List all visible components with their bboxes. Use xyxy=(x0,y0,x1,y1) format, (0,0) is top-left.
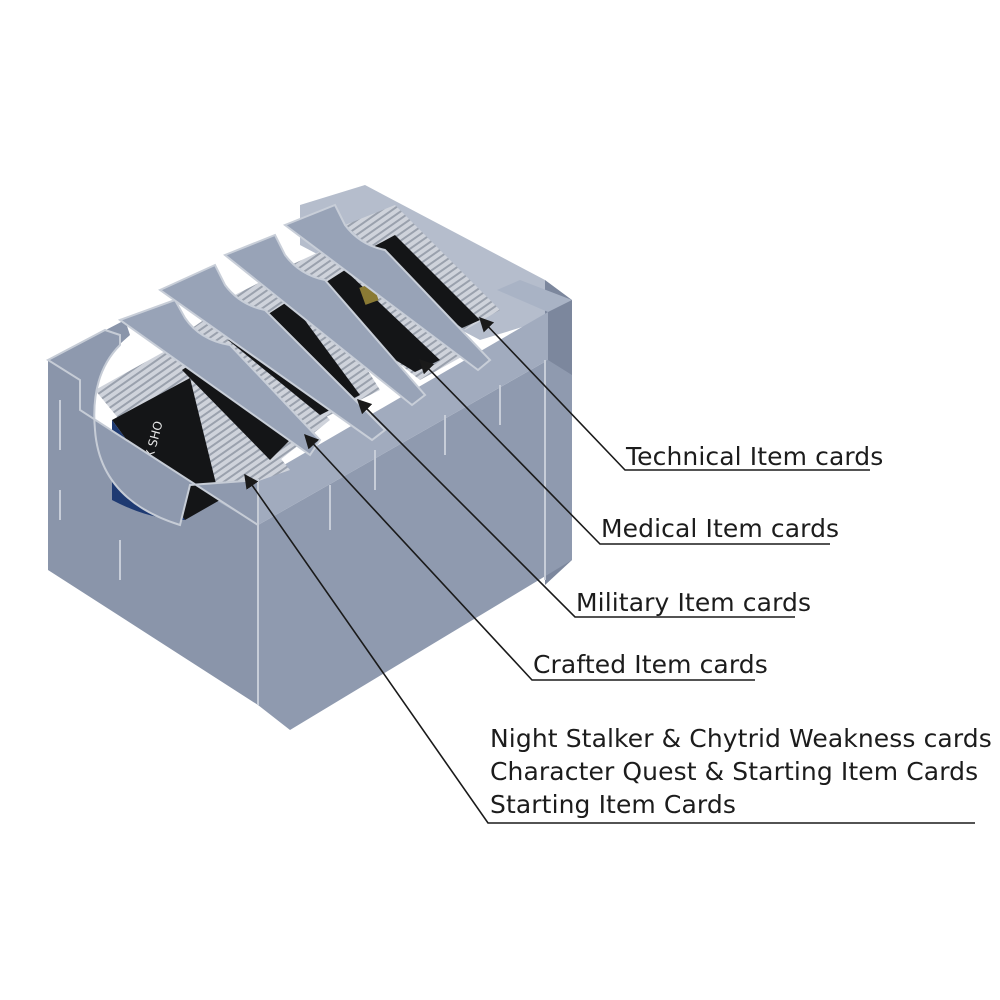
leader-line-crafted xyxy=(304,433,755,681)
label-military-item-cards: Military Item cards xyxy=(576,588,812,617)
label-medical-item-cards: Medical Item cards xyxy=(601,514,840,543)
leader-line-military xyxy=(356,398,795,618)
box-tab-lines xyxy=(59,360,546,705)
label-character-quest-starting: Character Quest & Starting Item Cards xyxy=(490,757,979,786)
label-technical-item-cards: Technical Item cards xyxy=(626,442,884,471)
leader-line-starting xyxy=(244,473,975,824)
card-organizer-box: SIX SHO xyxy=(45,185,572,730)
leader-line-technical xyxy=(479,316,870,471)
box-left-scoop-wall xyxy=(45,328,259,527)
label-starting-item-cards: Starting Item Cards xyxy=(490,790,736,819)
box-dividers xyxy=(117,203,492,457)
label-starting-cards-group: Night Stalker & Chytrid Weakness cards C… xyxy=(490,722,992,821)
box-right-top-edge xyxy=(497,280,572,312)
label-crafted-item-cards: Crafted Item cards xyxy=(533,650,768,679)
leader-line-medical xyxy=(418,358,830,545)
leader-lines xyxy=(244,316,975,824)
label-night-stalker-weakness: Night Stalker & Chytrid Weakness cards xyxy=(490,724,992,753)
box-front-face xyxy=(258,360,572,730)
